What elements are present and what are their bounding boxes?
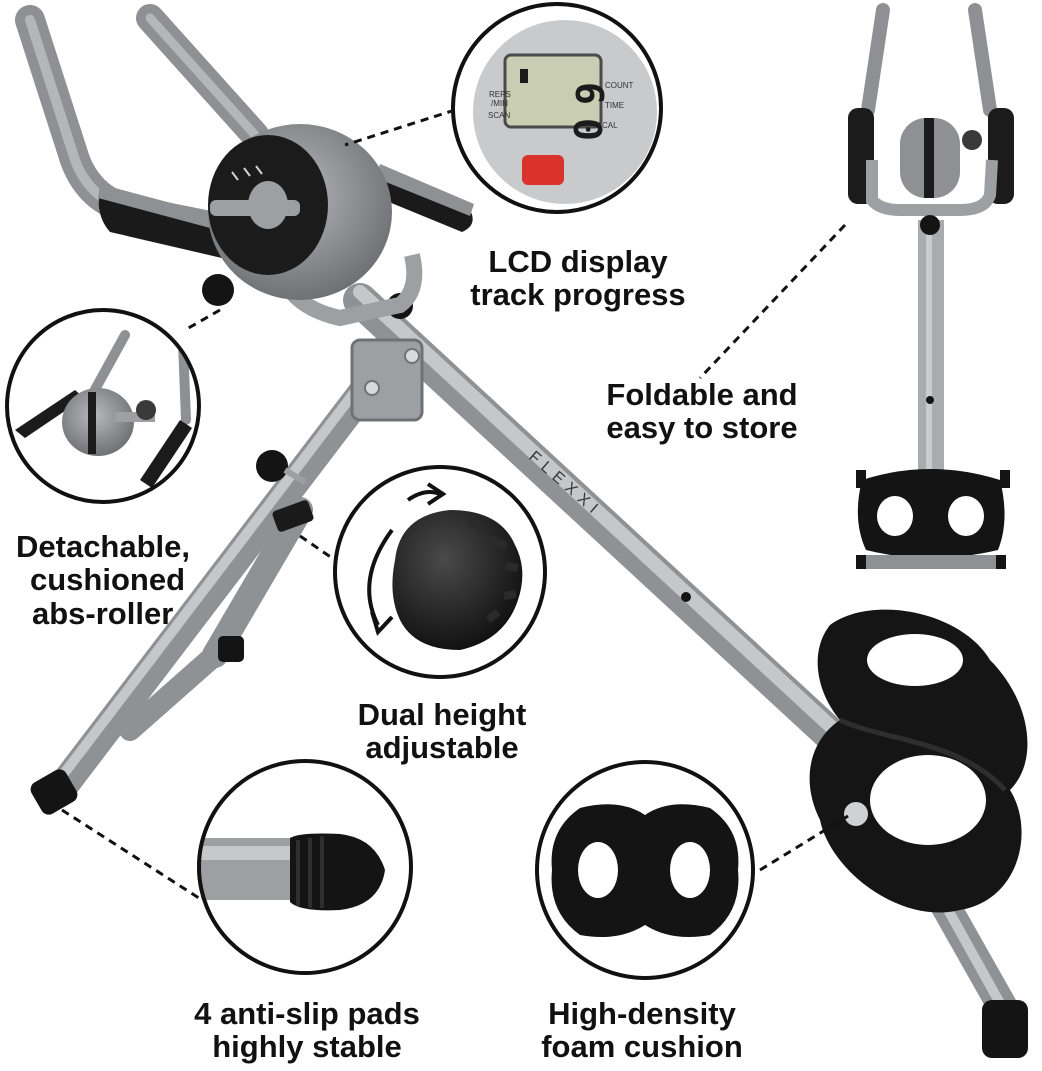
folded-product [848, 3, 1014, 569]
lcd-digit-top: 6 [567, 82, 611, 105]
caption-line: Foldable and [606, 377, 798, 412]
caption-foldable: Foldable and easy to store [588, 378, 816, 445]
foam-cushion [809, 609, 1028, 913]
lcd-callout [451, 2, 663, 214]
lcd-digit-bottom: 0 [565, 118, 609, 141]
caption-line: easy to store [606, 410, 798, 446]
lcd-label-cal: CAL [602, 121, 618, 130]
lcd-label-reps: REPS [489, 90, 511, 99]
caption-height: Dual height adjustable [336, 698, 548, 765]
lcd-label-count: COUNT [605, 81, 634, 90]
caption-pads: 4 anti-slip pads highly stable [166, 997, 448, 1064]
leader-lines [61, 108, 849, 902]
caption-line: 4 anti-slip pads [194, 996, 420, 1031]
caption-line: foam cushion [541, 1029, 743, 1065]
caption-line: adjustable [365, 730, 519, 766]
roller-callout [5, 308, 201, 504]
cushion-callout [535, 760, 755, 980]
caption-line: highly stable [212, 1029, 402, 1065]
caption-line: LCD display [488, 244, 668, 279]
lcd-label-scan: SCAN [488, 111, 510, 120]
caption-line: abs-roller [32, 595, 174, 631]
lcd-label-time: TIME [605, 101, 624, 110]
caption-line: cushioned [30, 562, 186, 598]
lcd-label-min: /MIN [491, 99, 508, 108]
caption-line: Dual height [357, 697, 527, 732]
caption-line: track progress [470, 277, 686, 313]
caption-cushion: High-density foam cushion [524, 997, 760, 1064]
abs-roller [208, 124, 392, 300]
caption-lcd-display: LCD display track progress [462, 245, 694, 312]
caption-roller: Detachable, cushioned abs-roller [16, 529, 226, 631]
caption-line: High-density [548, 996, 736, 1031]
knob-callout [333, 465, 547, 679]
pad-callout [197, 759, 413, 975]
caption-line: Detachable, [16, 529, 191, 564]
